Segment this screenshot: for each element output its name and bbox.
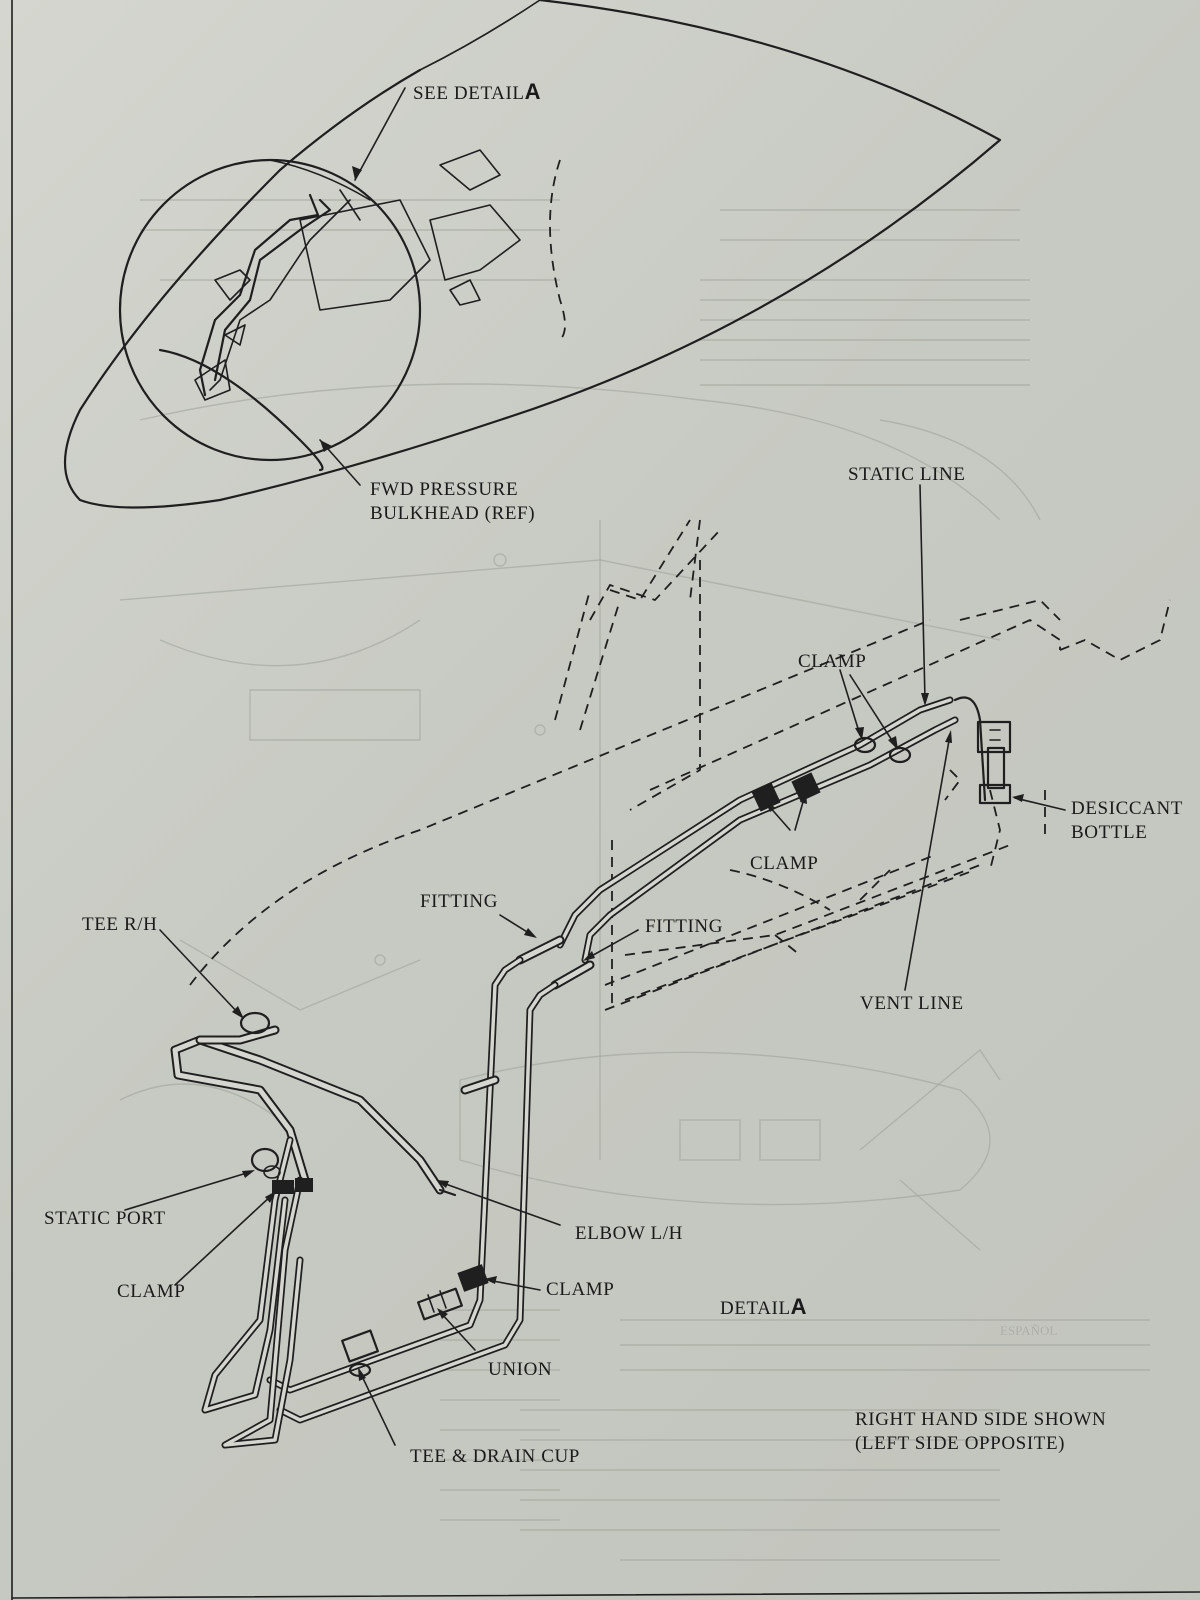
leader-lines <box>124 87 1066 1446</box>
static-port-label: STATIC PORT <box>44 1208 166 1229</box>
desiccant-line1: DESICCANT <box>1071 798 1184 819</box>
detail-a-label: DETAILA <box>720 1294 808 1319</box>
clamp-bottom-label: CLAMP <box>546 1279 615 1300</box>
tee-drain-cup-label: TEE & DRAIN CUP <box>410 1446 580 1467</box>
see-detail-label: SEE DETAILA <box>413 79 542 104</box>
static-port-loop <box>170 1011 457 1449</box>
fwd-bulkhead-line1: FWD PRESSURE <box>370 479 519 500</box>
tee-rh-label: TEE R/H <box>82 914 158 935</box>
vent-line-label: VENT LINE <box>860 993 964 1014</box>
show-through-text: ESPAÑOL <box>1000 1323 1057 1338</box>
clamp-top-label: CLAMP <box>798 651 867 672</box>
page-frame <box>11 0 1200 1600</box>
svg-text:ESPAÑOL: ESPAÑOL <box>1000 1323 1057 1338</box>
rh-side-line1: RIGHT HAND SIDE SHOWN <box>855 1409 1107 1430</box>
fuselage-nose-view <box>64 0 1002 509</box>
see-detail-letter: A <box>524 79 542 104</box>
fitting-left-label: FITTING <box>420 891 499 912</box>
fitting-right-label: FITTING <box>645 916 724 937</box>
clamp-left-label: CLAMP <box>117 1281 186 1302</box>
down-tube-run <box>266 956 559 1424</box>
clamp-middle-label: CLAMP <box>750 853 819 874</box>
desiccant-line2: BOTTLE <box>1071 821 1148 843</box>
elbow-lh-label: ELBOW L/H <box>575 1223 683 1244</box>
fuselage-phantom-lines <box>189 519 1171 1011</box>
upper-tube-run <box>515 696 1012 990</box>
rh-side-line2: (LEFT SIDE OPPOSITE) <box>855 1432 1066 1454</box>
rh-side-note: RIGHT HAND SIDE SHOWN(LEFT SIDE OPPOSITE… <box>855 1408 1106 1456</box>
static-line-label: STATIC LINE <box>848 464 966 485</box>
fwd-bulkhead-line2: BULKHEAD (REF) <box>370 502 536 524</box>
detail-a-letter: A <box>790 1294 808 1319</box>
union-label: UNION <box>488 1359 553 1380</box>
